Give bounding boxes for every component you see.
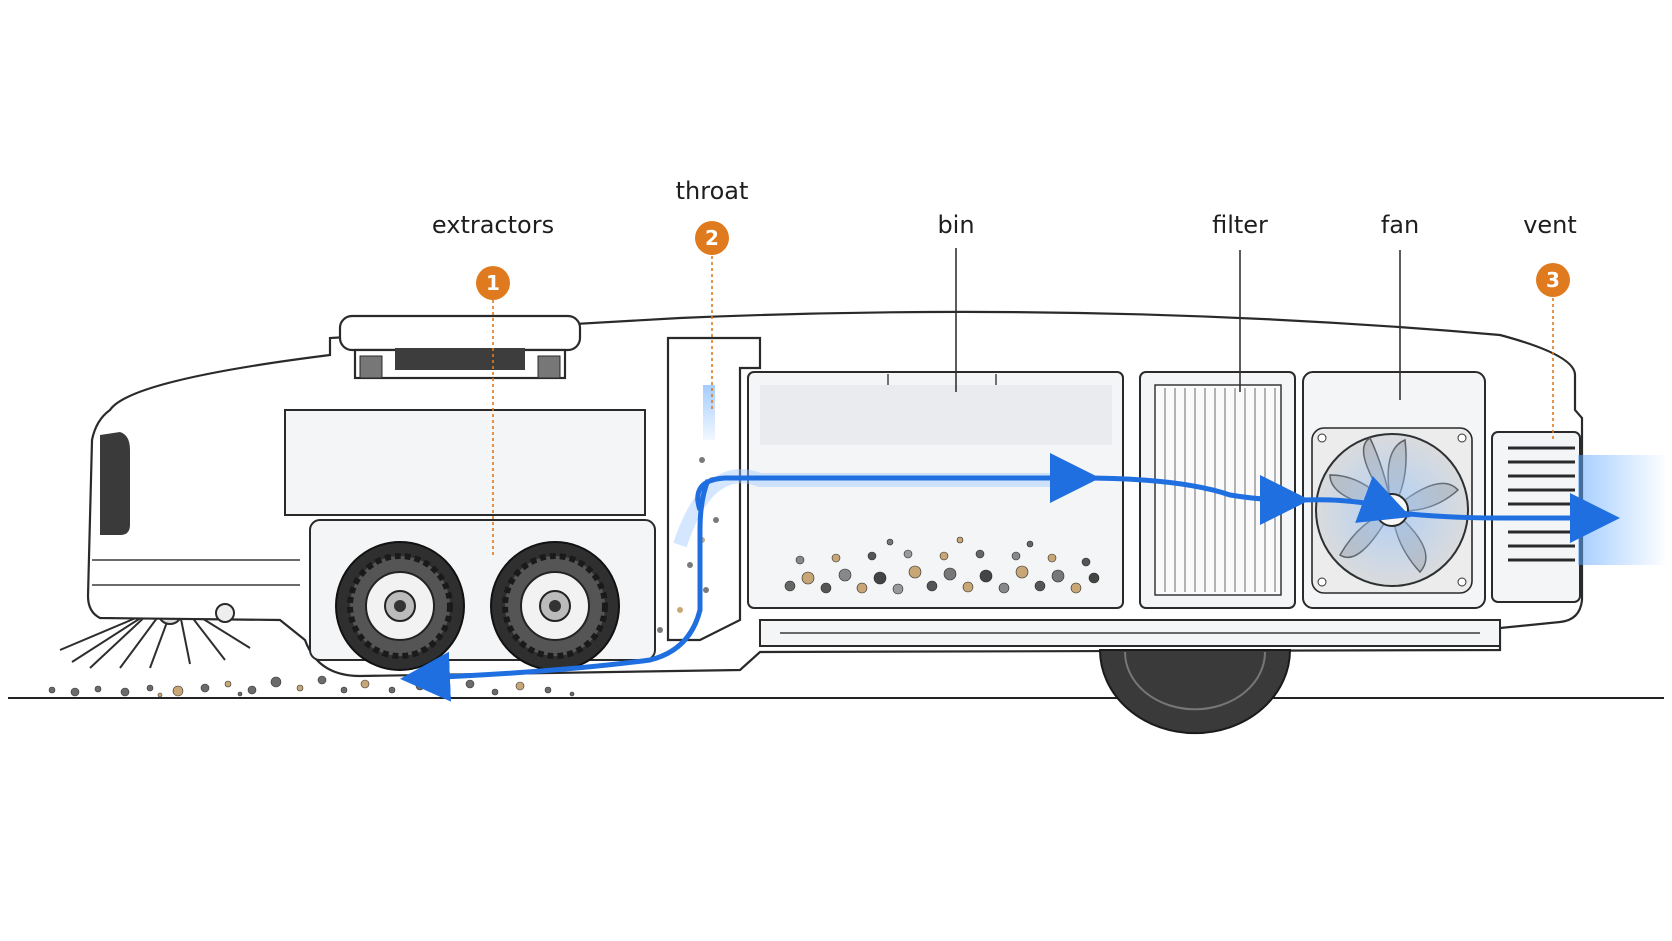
airflow-path [400, 453, 1620, 702]
floor-debris [48, 675, 575, 698]
svg-text:3: 3 [1546, 268, 1560, 292]
svg-text:2: 2 [705, 226, 719, 250]
badge-vent: 3 [1536, 263, 1570, 297]
airflow-line-filter [1079, 474, 1310, 525]
extractor-roller-2 [490, 541, 620, 671]
label-filter: filter [1212, 211, 1268, 239]
label-throat: throat [676, 177, 749, 205]
label-extractors: extractors [432, 211, 554, 239]
fan-housing [1302, 371, 1486, 609]
extractor-roller-1 [335, 541, 465, 671]
lidar-turret [338, 314, 582, 380]
bin-debris [784, 536, 1100, 595]
label-vent: vent [1523, 211, 1577, 239]
front-bumper [92, 409, 646, 586]
label-fan: fan [1381, 211, 1419, 239]
airflow-line-exhaust [1391, 493, 1620, 543]
underside-rail [759, 619, 1501, 647]
airflow-line-intake [695, 453, 1100, 511]
airflow-line-return [400, 479, 711, 702]
airflow-line-fan [1299, 476, 1411, 523]
front-caster [215, 603, 235, 623]
svg-text:1: 1 [486, 271, 500, 295]
label-bin: bin [937, 211, 974, 239]
dust-bin [747, 371, 1124, 609]
badge-extractors: 1 [476, 266, 510, 300]
badge-throat: 2 [695, 221, 729, 255]
drive-wheel [1098, 649, 1292, 735]
